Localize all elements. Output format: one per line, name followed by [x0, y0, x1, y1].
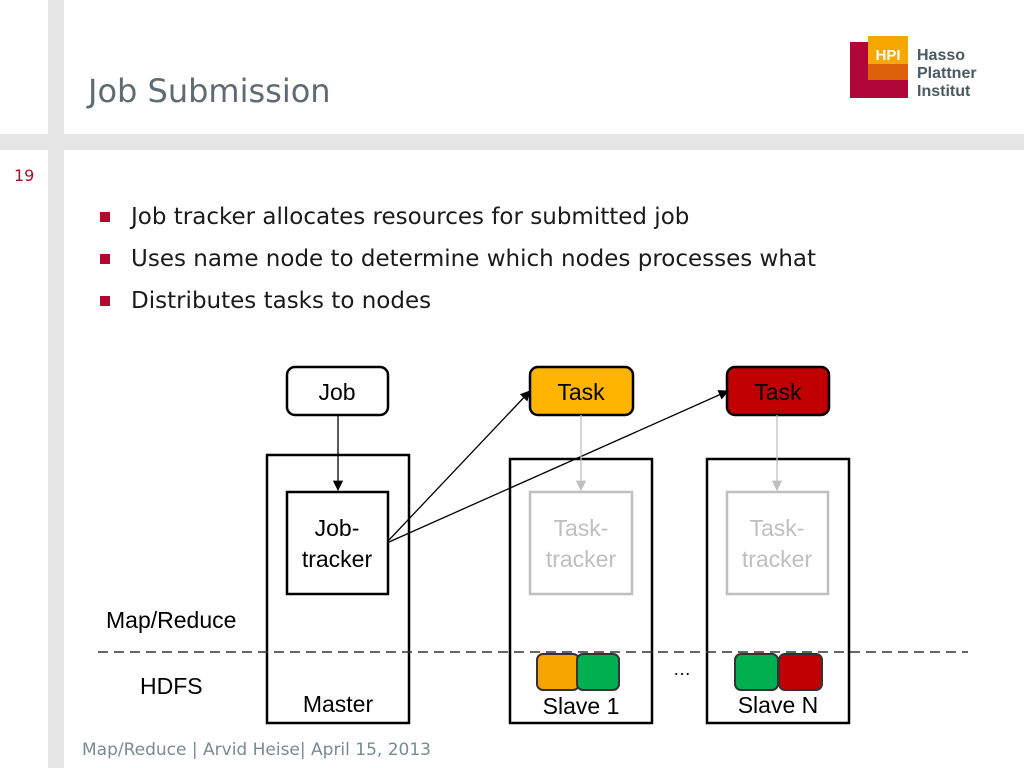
- slaveN-node-box: [705, 457, 851, 725]
- logo-line-3: Institut: [917, 83, 971, 100]
- slave1-label: Slave 1: [543, 693, 620, 719]
- tasktracker-box-2: [725, 490, 830, 596]
- hpi-logo: HPI Hasso Plattner Institut: [850, 36, 977, 100]
- header-band: [0, 134, 1024, 150]
- data-block-green: [576, 653, 620, 691]
- left-rail: [48, 0, 64, 768]
- page-number: 19: [14, 166, 35, 185]
- bullet-square-icon: [100, 254, 110, 264]
- job-label: Job: [318, 379, 355, 405]
- tasktracker-2-label-line1: Task-: [750, 515, 805, 541]
- bullet-text: Job tracker allocates resources for subm…: [131, 204, 690, 230]
- jobtracker-to-task1-arrow: [388, 390, 531, 541]
- data-block-red: [778, 653, 823, 691]
- footer: Map/Reduce | Arvid Heise| April 15, 2013: [82, 740, 431, 760]
- logo-line-1: Hasso: [917, 47, 965, 64]
- slaveN-label: Slave N: [738, 692, 819, 718]
- bullet-item: Job tracker allocates resources for subm…: [100, 196, 816, 238]
- hdfs-layer-label: HDFS: [140, 673, 203, 699]
- bullet-text: Uses name node to determine which nodes …: [131, 246, 817, 272]
- bullet-list: Job tracker allocates resources for subm…: [100, 196, 816, 322]
- bullet-square-icon: [100, 296, 110, 306]
- logo-line-2: Plattner: [917, 65, 977, 82]
- tasktracker-1-label-line1: Task-: [554, 515, 609, 541]
- jobtracker-box: [285, 490, 390, 596]
- jobtracker-to-task2-arrow: [388, 390, 729, 543]
- bullet-square-icon: [100, 212, 110, 222]
- task-label-1: Task: [557, 379, 605, 405]
- ellipsis: …: [673, 659, 691, 679]
- master-label: Master: [303, 691, 374, 717]
- jobtracker-label-line1: Job-: [315, 515, 360, 541]
- data-block-orange: [536, 653, 580, 691]
- bullet-item: Uses name node to determine which nodes …: [100, 238, 816, 280]
- page-title: Job Submission: [88, 72, 331, 110]
- task-label-2: Task: [754, 379, 802, 405]
- mapreduce-layer-label: Map/Reduce: [106, 607, 236, 633]
- tasktracker-2-label-line2: tracker: [742, 546, 813, 572]
- logo-mark: HPI: [875, 47, 900, 64]
- logo-yellow-block: [868, 36, 908, 64]
- bullet-text: Distributes tasks to nodes: [131, 288, 432, 314]
- tasktracker-1-label-line2: tracker: [546, 546, 617, 572]
- tasktracker-box-1: [528, 490, 634, 596]
- jobtracker-label-line2: tracker: [302, 546, 373, 572]
- bullet-item: Distributes tasks to nodes: [100, 280, 816, 322]
- data-block-green-2: [734, 653, 779, 691]
